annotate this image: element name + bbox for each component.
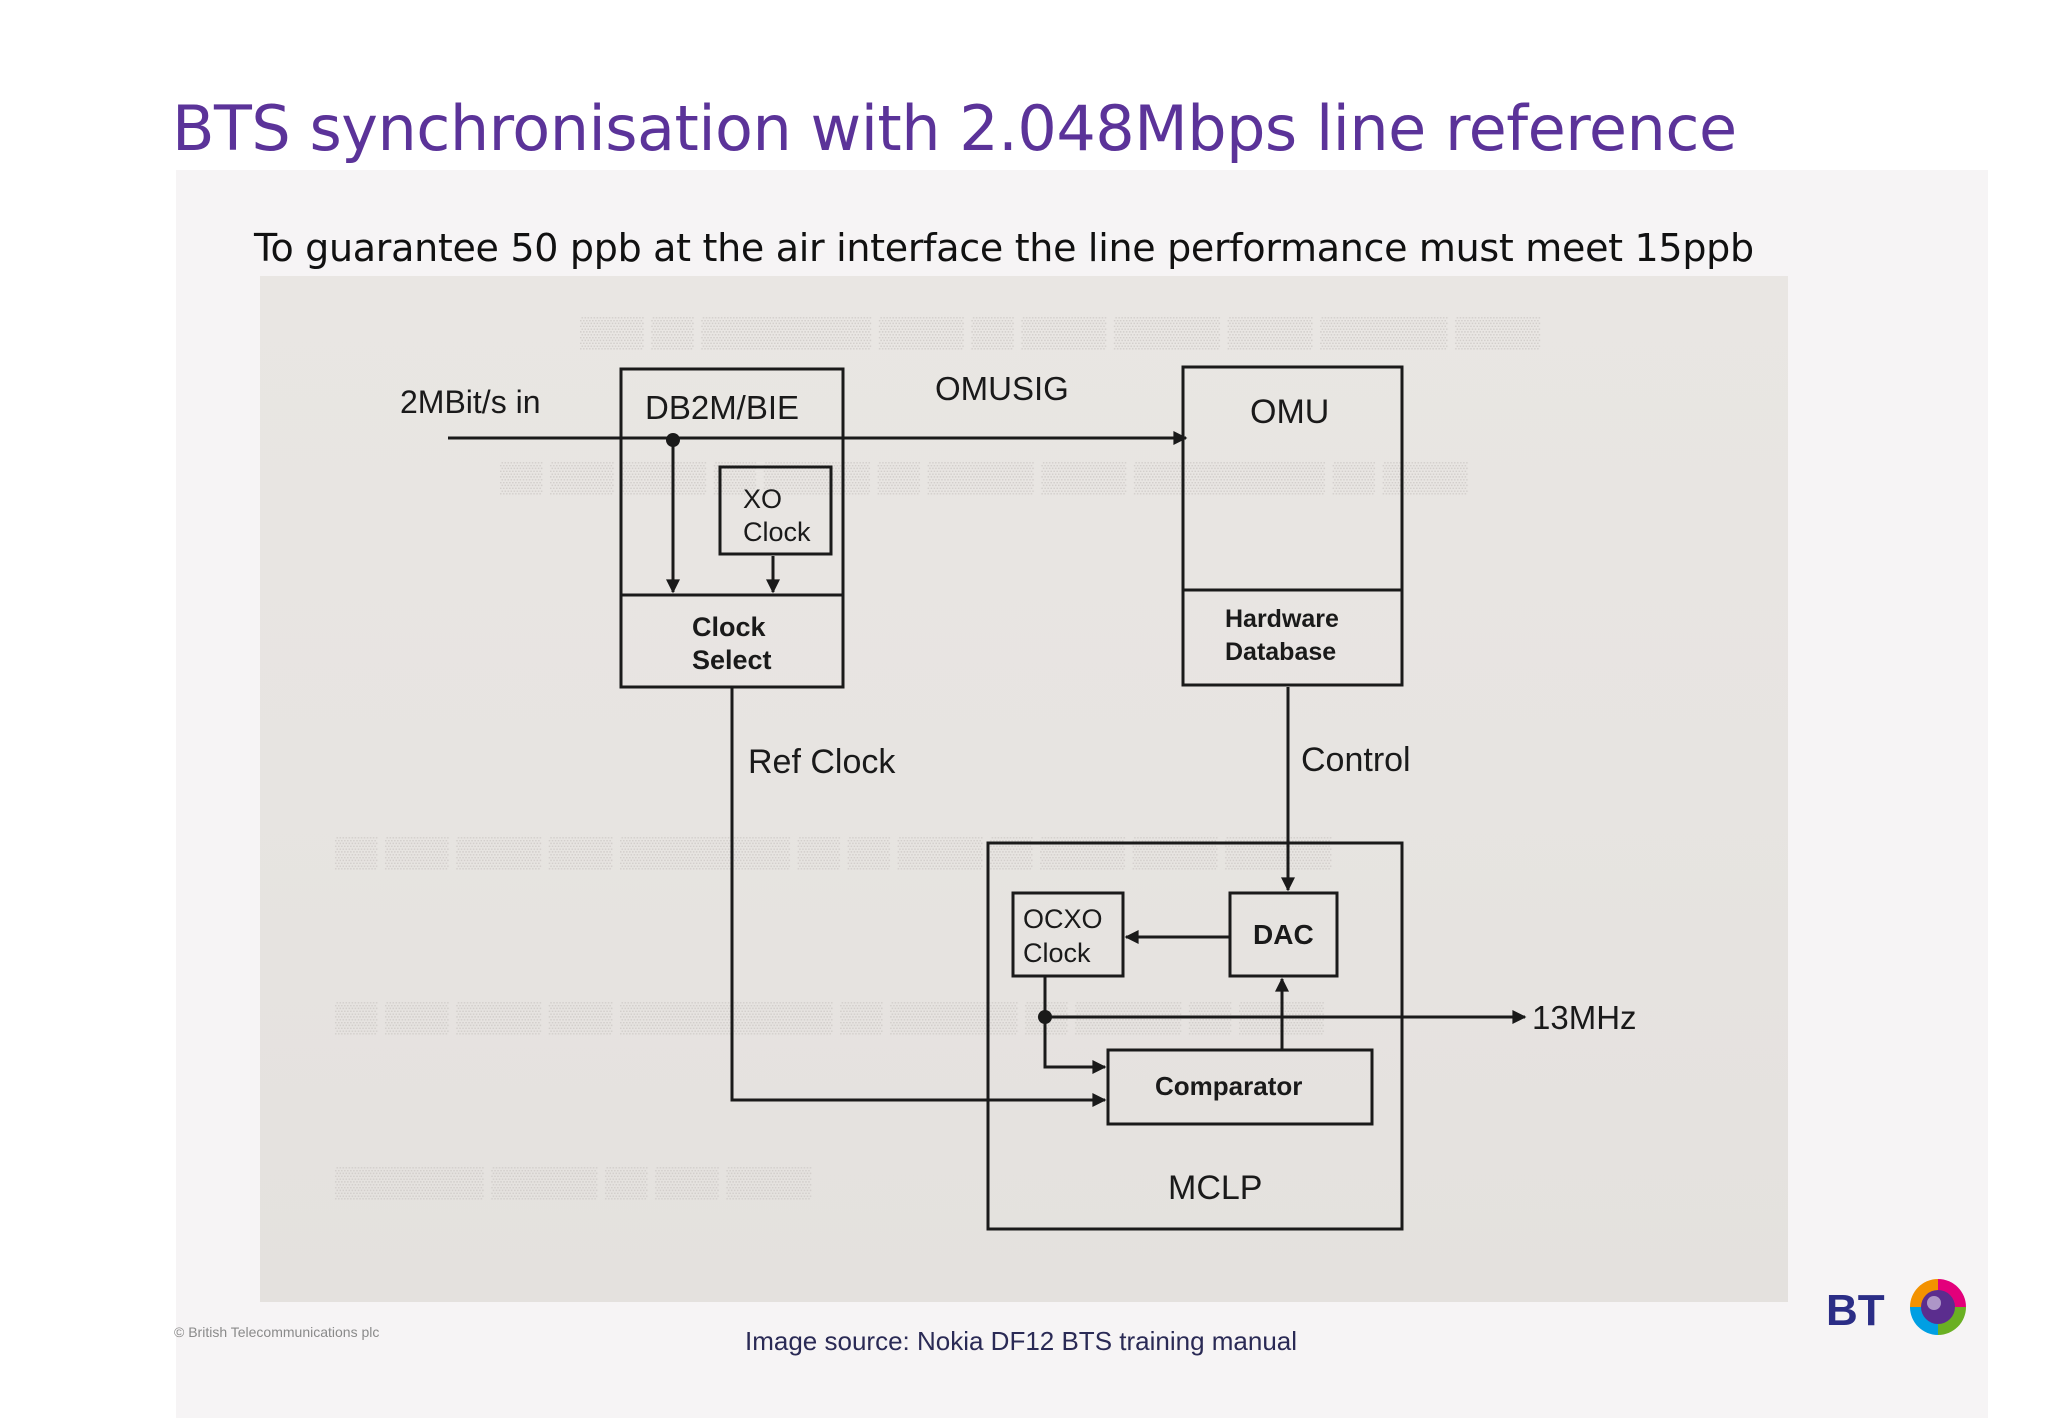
junction-dot xyxy=(1038,1010,1052,1024)
input-label: 2MBit/s in xyxy=(400,384,540,420)
diagram-photo: ▒▒▒ ▒▒ ▒▒▒▒▒▒▒▒ ▒▒▒▒ ▒▒ ▒▒▒▒ ▒▒▒▒▒ ▒▒▒▒ … xyxy=(260,276,1788,1302)
mclp-box xyxy=(986,841,1404,1231)
image-source-caption: Image source: Nokia DF12 BTS training ma… xyxy=(745,1326,1298,1356)
bleed-through-texture: ▒▒ ▒▒▒ ▒▒▒▒ ▒▒ ▒▒▒▒▒ ▒▒ ▒▒▒▒▒ ▒▒▒▒ ▒▒▒▒▒… xyxy=(500,461,1468,494)
ref-clock-label: Ref Clock xyxy=(748,743,896,781)
slide-subtitle: To guarantee 50 ppb at the air interface… xyxy=(254,226,1754,270)
clock-select-label-line2: Select xyxy=(692,645,772,675)
hardware-db-label-line2: Database xyxy=(1225,638,1336,666)
junction-dot xyxy=(666,433,680,447)
13mhz-label: 13MHz xyxy=(1532,999,1637,1036)
xo-clock-box xyxy=(718,465,833,556)
comparator-label: Comparator xyxy=(1155,1071,1302,1101)
ocxo-label-line2: Clock xyxy=(1023,938,1091,968)
slide-title: BTS synchronisation with 2.048Mbps line … xyxy=(172,92,1737,165)
dac-box xyxy=(1228,891,1339,978)
copyright-notice: © British Telecommunications plc xyxy=(174,1324,380,1340)
bt-logo: BT xyxy=(1826,1279,1966,1335)
ocxo-label-line1: OCXO xyxy=(1023,904,1103,934)
omu-box xyxy=(1181,365,1404,687)
mclp-label: MCLP xyxy=(1168,1169,1262,1207)
bt-globe-icon xyxy=(1910,1279,1966,1335)
bleed-through-texture: ▒▒▒ ▒▒ ▒▒▒▒▒▒▒▒ ▒▒▒▒ ▒▒ ▒▒▒▒ ▒▒▒▒▒ ▒▒▒▒ … xyxy=(580,316,1541,349)
omu-label: OMU xyxy=(1250,393,1329,431)
clock-select-label-line1: Clock xyxy=(692,612,767,642)
omusig-label: OMUSIG xyxy=(935,370,1069,407)
bleed-through-texture: ▒▒▒▒▒▒▒ ▒▒▒▒▒ ▒▒ ▒▒▒ ▒▒▒▒ xyxy=(335,1166,812,1199)
hardware-db-label-line1: Hardware xyxy=(1225,605,1339,633)
ocxo-box xyxy=(1011,891,1125,978)
bt-logo-text: BT xyxy=(1826,1286,1885,1335)
control-label: Control xyxy=(1301,741,1411,779)
db2m-bie-label: DB2M/BIE xyxy=(645,389,799,426)
comparator-box xyxy=(1106,1048,1374,1126)
ocxo-feedback-line xyxy=(1043,1017,1107,1074)
ref-clock-line xyxy=(730,687,1107,1107)
xo-label-line1: XO xyxy=(743,484,782,514)
dac-label: DAC xyxy=(1253,919,1314,950)
xo-label-line2: Clock xyxy=(743,517,811,547)
